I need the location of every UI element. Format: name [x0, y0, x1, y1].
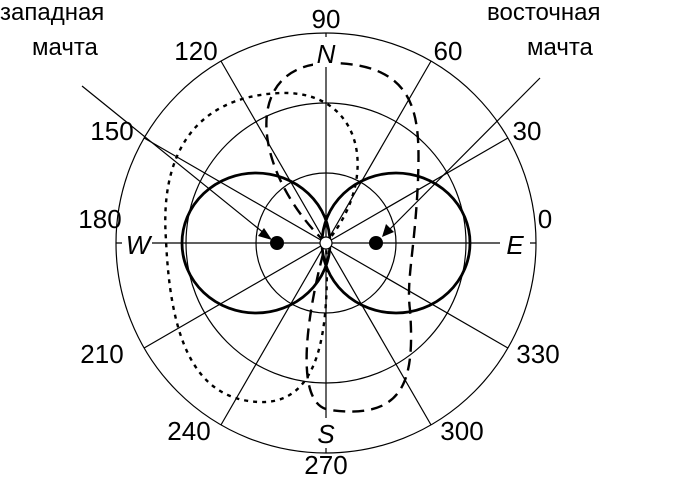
south-label-bg: [313, 418, 339, 448]
east-mast-dot: [369, 236, 383, 250]
cardinal-east: E: [506, 230, 524, 260]
cardinal-west: W: [126, 230, 153, 260]
degree-label-240: 240: [167, 416, 210, 446]
mast-pointer-arrowheads: [258, 224, 394, 240]
degree-label-60: 60: [434, 36, 463, 66]
degree-label-300: 300: [440, 416, 483, 446]
dashed-pattern: [265, 61, 420, 413]
west-mast-pointer-line: [81, 85, 271, 239]
degree-label-90: 90: [312, 4, 341, 34]
degree-label-210: 210: [80, 339, 123, 369]
degree-label-270: 270: [304, 450, 347, 480]
west-mast-label-line1: западная: [0, 0, 104, 26]
center-point: [319, 236, 333, 250]
east-mast-pointer-line: [383, 77, 541, 236]
radiation-patterns: [164, 61, 472, 413]
dotted-pattern: [164, 91, 359, 404]
cardinal-south: S: [317, 419, 335, 449]
cardinal-north: N: [317, 39, 336, 69]
degree-labels: 0 30 60 90 120 150 180 210 240 270 300 330: [78, 4, 559, 480]
cardinal-backgrounds: [122, 37, 530, 448]
west-mast-dot: [270, 236, 284, 250]
north-label-bg: [313, 37, 339, 67]
west-mast-arrowhead: [258, 228, 272, 240]
east-mast-label-line1: восточная: [487, 0, 600, 26]
west-label-bg: [122, 229, 152, 259]
west-mast-label-line2: мачта: [32, 34, 99, 61]
degree-label-120: 120: [174, 36, 217, 66]
mast-pointer-lines: [81, 77, 541, 239]
degree-label-30: 30: [513, 116, 542, 146]
east-mast-label-line2: мачта: [527, 34, 594, 61]
east-label-bg: [500, 229, 530, 259]
degree-label-0: 0: [538, 204, 552, 234]
degree-label-150: 150: [90, 116, 133, 146]
degree-label-330: 330: [516, 339, 559, 369]
degree-label-180: 180: [78, 204, 121, 234]
east-mast-arrowhead: [382, 224, 394, 237]
